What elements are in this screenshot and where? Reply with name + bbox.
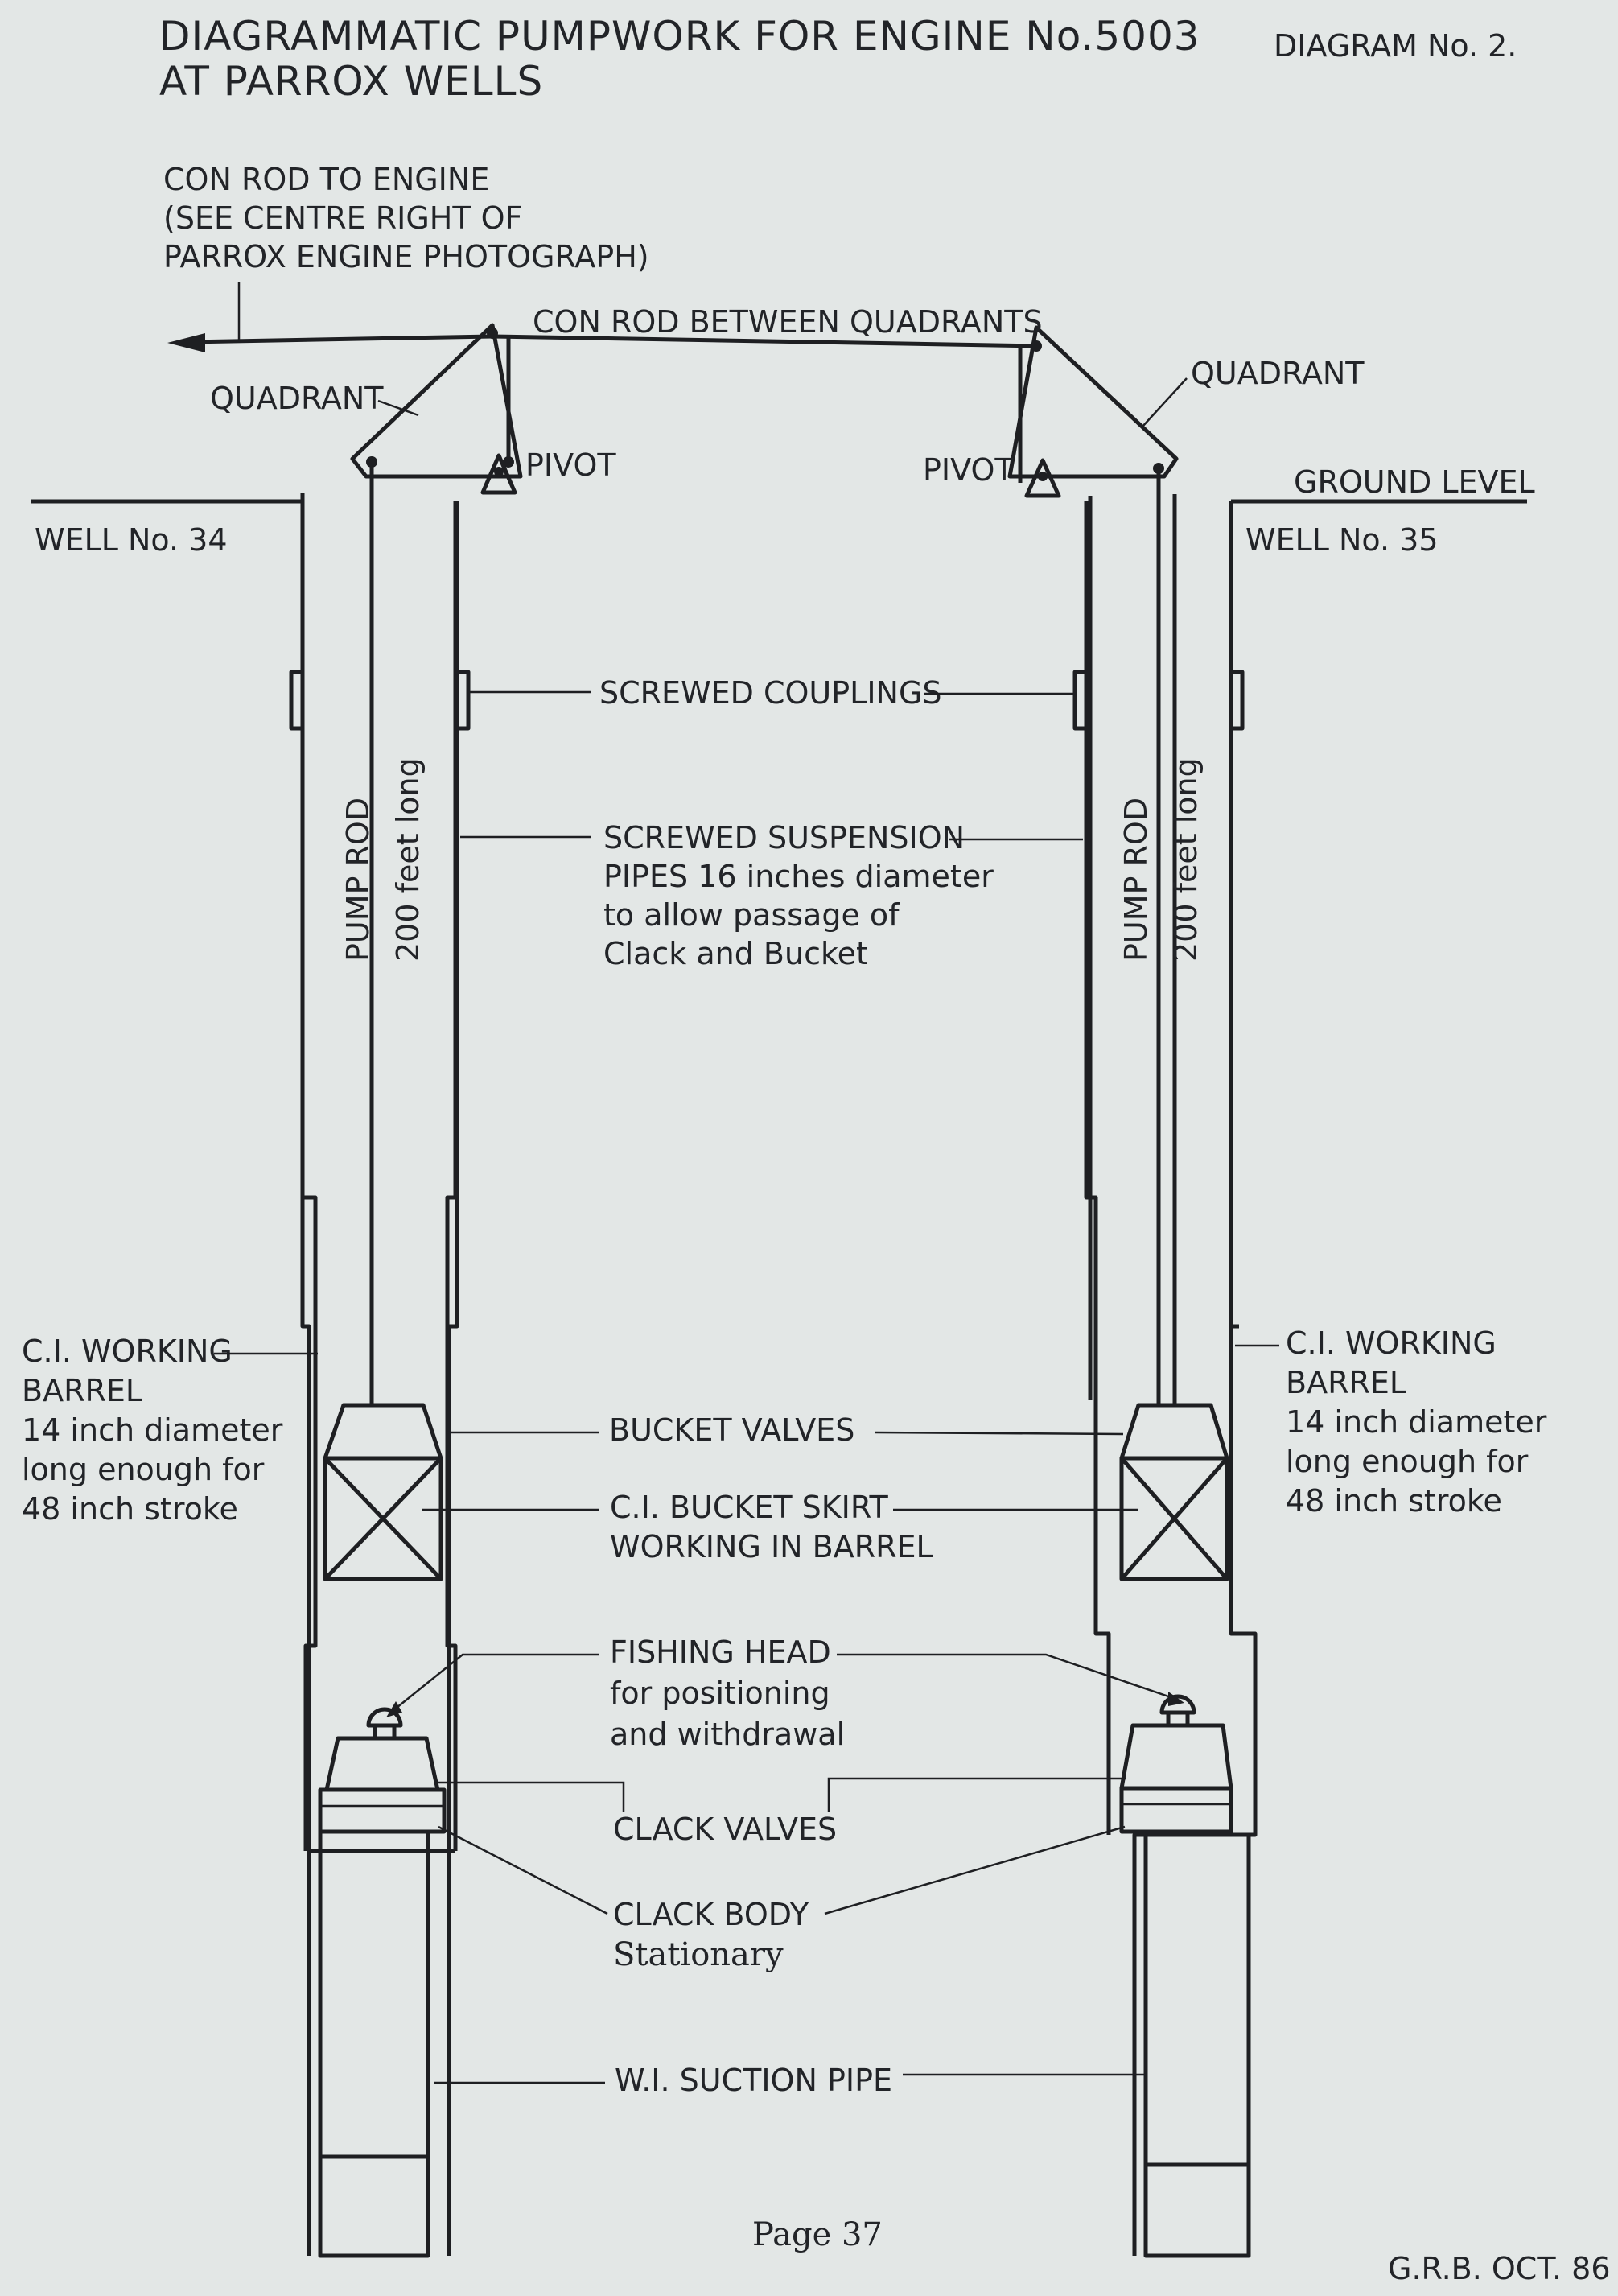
pump-rod-left-label: PUMP ROD	[340, 798, 376, 962]
working-barrel-left-line-2: BARREL	[22, 1373, 142, 1408]
left-pivot-icon	[480, 453, 517, 495]
con-rod-engine-line-3: PARROX ENGINE PHOTOGRAPH)	[163, 239, 649, 274]
suspension-pipes-line-4: Clack and Bucket	[603, 936, 868, 971]
con-rod-arrow-icon	[167, 333, 205, 352]
pump-rod-left-length: 200 feet long	[390, 757, 426, 962]
quadrant-left-label: QUADRANT	[210, 381, 384, 416]
working-barrel-left-line-3: 14 inch diameter	[22, 1412, 283, 1448]
working-barrel-right-line-2: BARREL	[1286, 1365, 1406, 1400]
working-barrel-left-line-1: C.I. WORKING	[22, 1333, 233, 1369]
con-rod-between-label: CON ROD BETWEEN QUADRANTS	[533, 304, 1043, 340]
working-barrel-right-line-3: 14 inch diameter	[1286, 1404, 1547, 1440]
con-rod-engine-line-2: (SEE CENTRE RIGHT OF	[163, 200, 522, 236]
working-barrel-left-line-5: 48 inch stroke	[22, 1491, 238, 1527]
fishing-head-line-3: and withdrawal	[610, 1717, 845, 1752]
diagram-number: DIAGRAM No. 2.	[1274, 28, 1517, 64]
right-pivot-icon	[1024, 458, 1061, 498]
well-left-label: WELL No. 34	[35, 522, 228, 558]
pivot-right-label: PIVOT	[923, 452, 1014, 488]
clack-body-line-2: Stationary	[613, 1936, 784, 1973]
signature: G.R.B. OCT. 86	[1388, 2251, 1611, 2286]
title-line-2: AT PARROX WELLS	[159, 58, 543, 105]
suspension-pipes-line-3: to allow passage of	[603, 897, 900, 933]
working-barrel-left-line-4: long enough for	[22, 1452, 265, 1487]
screwed-couplings-label: SCREWED COUPLINGS	[599, 675, 942, 711]
bucket-skirt-line-2: WORKING IN BARREL	[610, 1529, 933, 1564]
page-number: Page 37	[752, 2216, 883, 2253]
suspension-pipes-line-2: PIPES 16 inches diameter	[603, 859, 994, 894]
con-rod-to-engine	[188, 334, 493, 344]
clack-valves-label: CLACK VALVES	[613, 1812, 837, 1847]
working-barrel-right-line-5: 48 inch stroke	[1286, 1483, 1502, 1519]
well-right-label: WELL No. 35	[1245, 522, 1439, 558]
suction-pipe-label: W.I. SUCTION PIPE	[615, 2063, 892, 2098]
pump-rod-right-length: 200 feet long	[1168, 757, 1204, 962]
right-quadrant	[1007, 325, 1179, 479]
con-rod-engine-line-1: CON ROD TO ENGINE	[163, 162, 489, 197]
working-barrel-right-line-4: long enough for	[1286, 1444, 1529, 1479]
fishing-head-line-2: for positioning	[610, 1676, 830, 1711]
fishing-head-line-1: FISHING HEAD	[610, 1634, 831, 1670]
pump-rod-right-label: PUMP ROD	[1118, 798, 1154, 962]
well-34	[289, 462, 471, 2258]
clack-body-line-1: CLACK BODY	[613, 1897, 809, 1932]
quadrant-right-label: QUADRANT	[1191, 356, 1365, 391]
quadrant-left-leader	[377, 399, 419, 417]
quadrant-right-leader	[1142, 377, 1188, 427]
working-barrel-right-line-1: C.I. WORKING	[1286, 1325, 1497, 1361]
con-rod-between-quadrants	[492, 334, 1040, 348]
ground-level-label: GROUND LEVEL	[1294, 464, 1535, 500]
well-35	[1072, 468, 1258, 2258]
title-line-1: DIAGRAMMATIC PUMPWORK FOR ENGINE No.5003	[159, 13, 1200, 60]
bucket-valves-label: BUCKET VALVES	[609, 1412, 854, 1448]
pivot-left-label: PIVOT	[525, 447, 616, 483]
suspension-pipes-line-1: SCREWED SUSPENSION	[603, 820, 965, 855]
bucket-skirt-line-1: C.I. BUCKET SKIRT	[610, 1490, 888, 1525]
